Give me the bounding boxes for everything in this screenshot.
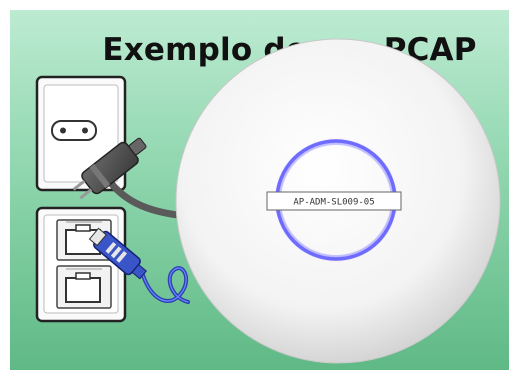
illustration: AP-ADM-SL009-05 <box>35 38 501 364</box>
access-point-device: AP-ADM-SL009-05 <box>175 38 501 364</box>
network-cable-icon <box>88 227 147 280</box>
network-jack-icon <box>56 265 112 309</box>
network-cable <box>140 266 190 304</box>
power-plug-icon <box>72 137 147 200</box>
diagram-panel: Exemplo de um PCAP <box>10 10 509 370</box>
device-label: AP-ADM-SL009-05 <box>293 198 374 208</box>
device-label-tag <box>266 191 402 211</box>
